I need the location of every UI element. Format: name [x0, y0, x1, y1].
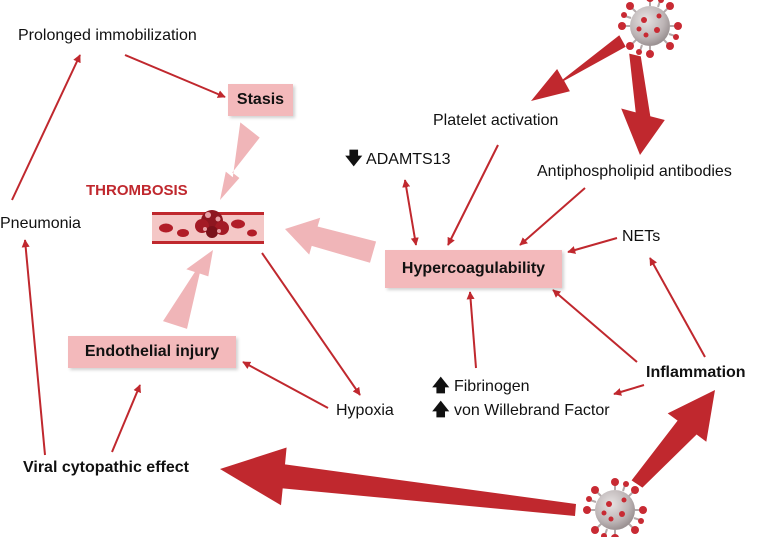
node-adamts13-label: ADAMTS13 — [366, 151, 451, 168]
node-endothelial-injury: Endothelial injury — [68, 336, 236, 368]
arrow-inflammation-to-nets — [649, 257, 706, 358]
node-inflammation: Inflammation — [646, 364, 746, 381]
arrow-nets-to-hypercoag — [567, 237, 618, 254]
node-hypercoagulability-label: Hypercoagulability — [401, 260, 546, 277]
node-adamts13: 🡇 ADAMTS13 — [345, 149, 451, 170]
node-endothelial-injury-label: Endothelial injury — [84, 343, 220, 360]
thick-arrow-endothelial-to-thrombosis — [163, 250, 213, 329]
arrow-antiphospholipid-to-hypercoag — [519, 187, 586, 246]
node-fibrinogen-label: Fibrinogen — [453, 378, 530, 395]
thick-arrow-hypercoag-to-thrombosis — [285, 217, 377, 263]
up-arrow-icon: 🡅 — [432, 400, 450, 419]
node-fibrinogen: 🡅 Fibrinogen — [432, 376, 530, 397]
thick-arrow-virus-to-inflammation — [631, 390, 715, 488]
arrow-inflammation-to-hypercoag — [552, 289, 638, 363]
arrow-viral-to-endothelial — [111, 384, 141, 453]
node-platelet-activation: Platelet activation — [433, 112, 559, 129]
node-hypercoagulability: Hypercoagulability — [385, 250, 562, 288]
node-von-willebrand-factor: 🡅 von Willebrand Factor — [432, 400, 610, 421]
arrow-inflammation-to-vwf — [613, 384, 645, 396]
arrow-hypoxia-to-endothelial — [242, 361, 329, 409]
virus-icon — [618, 0, 682, 58]
virus-icon — [583, 478, 647, 537]
arrow-pneumonia-to-immobilization — [11, 54, 81, 201]
arrow-fibrinogen-to-hypercoag — [466, 291, 477, 369]
arrow-vessel-to-hypoxia — [261, 252, 361, 396]
node-von-willebrand-factor-label: von Willebrand Factor — [453, 402, 610, 419]
node-thrombosis-title: THROMBOSIS — [86, 182, 188, 199]
up-arrow-icon: 🡅 — [432, 376, 450, 395]
arrow-viral-to-pneumonia — [21, 239, 46, 456]
down-arrow-icon: 🡇 — [345, 149, 363, 168]
arrow-adamts13-hypercoag — [402, 179, 419, 246]
node-nets: NETs — [622, 228, 661, 245]
arrow-platelet-to-hypercoag — [447, 144, 499, 246]
node-stasis: Stasis — [228, 84, 293, 116]
node-pneumonia: Pneumonia — [0, 215, 81, 232]
node-viral-cytopathic-effect: Viral cytopathic effect — [23, 459, 189, 476]
thick-arrow-virus-to-antiphospholipid — [621, 53, 665, 155]
thick-arrow-virus-to-viral-effect — [220, 447, 576, 516]
blood-vessel-clot-icon — [152, 210, 264, 244]
arrow-immobilization-to-stasis — [124, 54, 226, 98]
node-antiphospholipid-antibodies: Antiphospholipid antibodies — [537, 163, 732, 180]
thick-arrow-stasis-to-thrombosis — [220, 122, 260, 200]
node-prolonged-immobilization: Prolonged immobilization — [18, 27, 197, 44]
node-stasis-label: Stasis — [236, 91, 285, 108]
node-hypoxia: Hypoxia — [336, 402, 394, 419]
thick-arrow-virus-to-platelet — [531, 35, 626, 101]
